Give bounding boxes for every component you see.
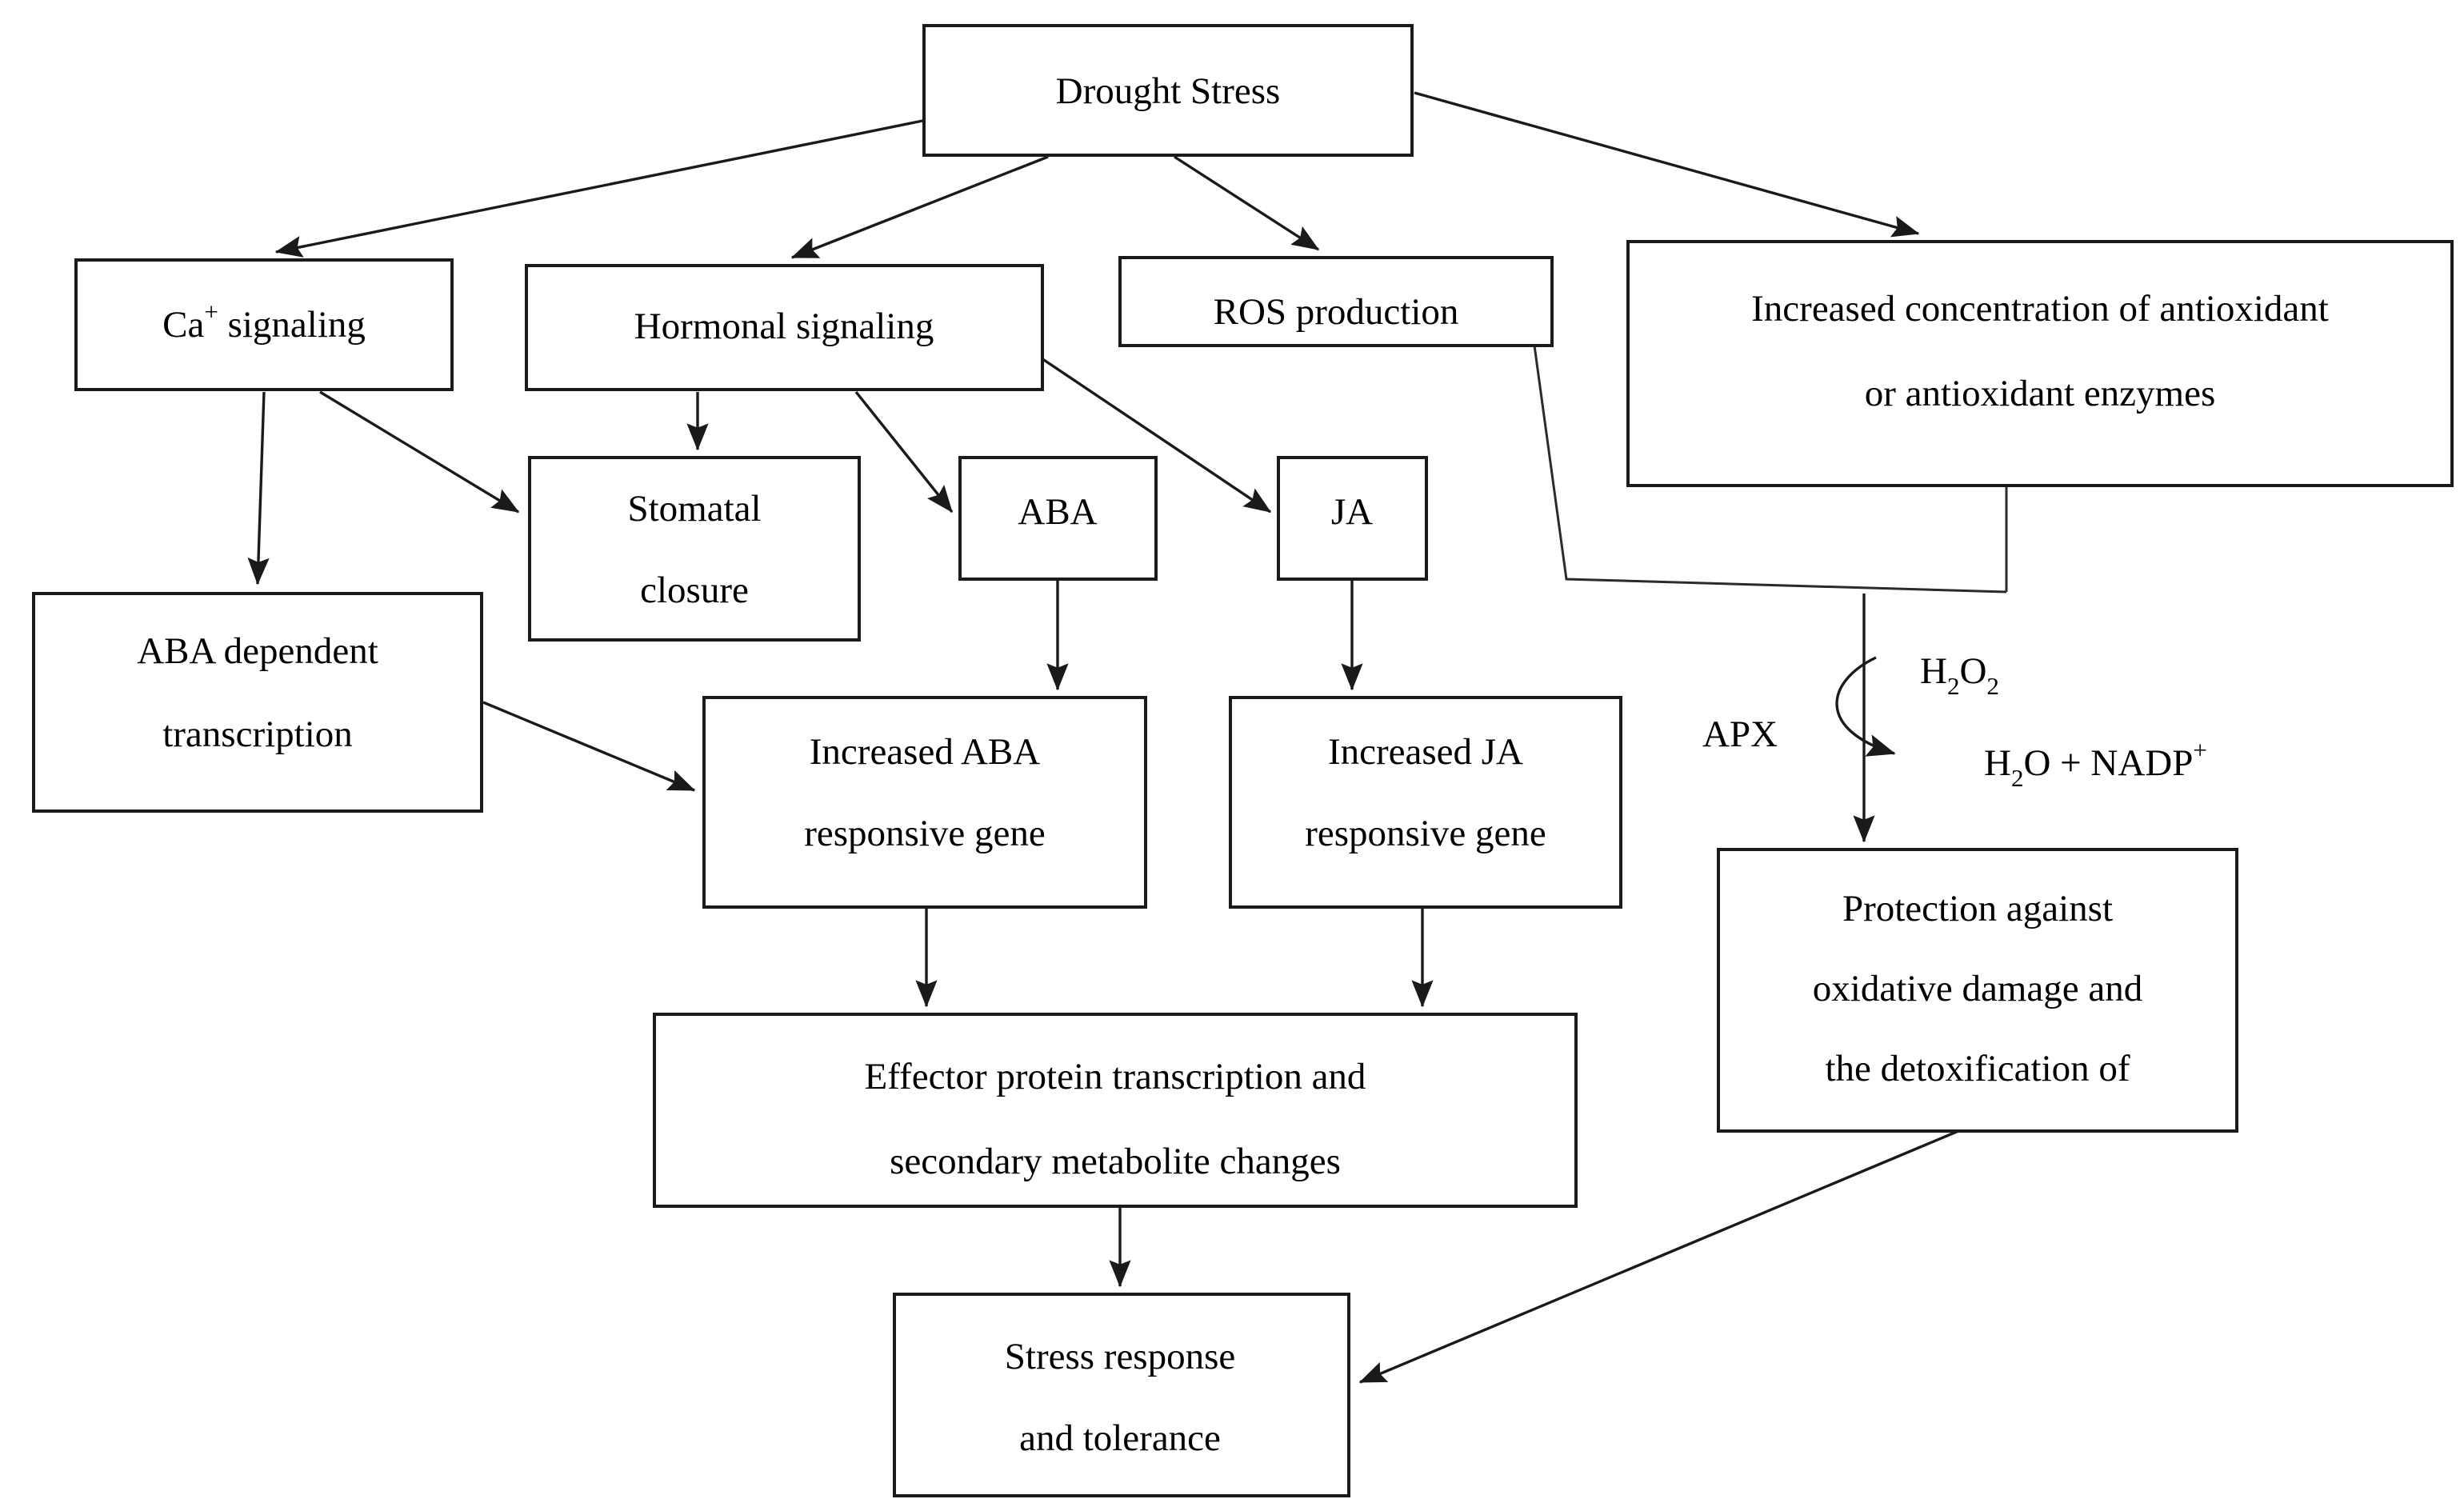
node-stomatal-closure[interactable]: Stomatal closure xyxy=(528,456,861,642)
node-effector-protein-box[interactable] xyxy=(653,1013,1578,1208)
edge-protection-to-stress-response xyxy=(1358,1129,1959,1384)
node-drought-stress[interactable]: Drought Stress xyxy=(922,24,1414,157)
node-effector-protein-label-line2: secondary metabolite changes xyxy=(890,1141,1341,1182)
edge-hormonal-signaling-to-ja xyxy=(1031,350,1272,514)
node-effector-protein[interactable]: Effector protein transcription and secon… xyxy=(653,1013,1578,1208)
edge-drought-to-ca-signaling xyxy=(274,117,935,258)
node-hormonal-signaling[interactable]: Hormonal signaling xyxy=(525,264,1044,391)
node-ros-production-label: ROS production xyxy=(1214,291,1459,333)
edge-drought-to-antioxidant xyxy=(1414,91,1920,238)
node-ca-signaling[interactable]: Ca+ signaling xyxy=(74,258,454,391)
node-increased-ja-responsive-gene-label-line1: Increased JA xyxy=(1328,731,1523,773)
node-ja-label: JA xyxy=(1331,491,1373,533)
edge-layer xyxy=(247,91,2008,1384)
node-ros-production[interactable]: ROS production xyxy=(1118,256,1554,347)
annotation-h2o2-label: H2O2 xyxy=(1920,650,1999,700)
node-protection[interactable]: Protection against oxidative damage and … xyxy=(1717,848,2238,1133)
node-stomatal-closure-label-line2: closure xyxy=(640,570,749,611)
node-increased-ja-responsive-gene-box[interactable] xyxy=(1229,696,1622,909)
edge-drought-to-ros-production xyxy=(1174,155,1320,251)
node-stress-response[interactable]: Stress response and tolerance xyxy=(893,1293,1350,1497)
node-drought-stress-label: Drought Stress xyxy=(1056,70,1281,112)
node-stress-response-box[interactable] xyxy=(893,1293,1350,1497)
node-aba-box[interactable] xyxy=(958,456,1158,581)
edge-drought-to-hormonal-signaling xyxy=(790,155,1049,259)
node-protection-label-line3: the detoxification of xyxy=(1825,1048,2130,1089)
edge-ca-signaling-to-stomatal-closure xyxy=(319,390,520,514)
node-ca-signaling-box[interactable] xyxy=(74,258,454,391)
node-ca-signaling-label: Ca+ signaling xyxy=(162,298,366,346)
node-stomatal-closure-label-line1: Stomatal xyxy=(627,488,761,530)
node-antioxidant-box[interactable] xyxy=(1626,240,2454,487)
node-stress-response-label-line1: Stress response xyxy=(1005,1336,1236,1377)
edge-ros-production-to-protection xyxy=(1533,345,2007,594)
node-antioxidant-label-line2: or antioxidant enzymes xyxy=(1865,373,2216,414)
node-increased-aba-responsive-gene-label-line2: responsive gene xyxy=(804,813,1045,854)
node-aba-dependent-transcription-label-line1: ABA dependent xyxy=(137,630,378,672)
node-drought-stress-box[interactable] xyxy=(922,24,1414,157)
edge-hormonal-signaling-to-aba xyxy=(854,390,954,514)
node-antioxidant[interactable]: Increased concentration of antioxidant o… xyxy=(1626,240,2454,487)
annotation-layer: APX H2O2 H2O + NADP+ xyxy=(1702,650,2207,792)
node-stomatal-closure-box[interactable] xyxy=(528,456,861,642)
node-aba[interactable]: ABA xyxy=(958,456,1158,581)
node-aba-dependent-transcription-box[interactable] xyxy=(32,592,483,813)
node-protection-label-line1: Protection against xyxy=(1842,888,2113,929)
annotation-apx-label: APX xyxy=(1702,714,1778,755)
node-increased-ja-responsive-gene-label-line2: responsive gene xyxy=(1305,813,1546,854)
node-ja-box[interactable] xyxy=(1277,456,1428,581)
edge-apx-reaction-curve xyxy=(1835,656,1896,757)
node-hormonal-signaling-box[interactable] xyxy=(525,264,1044,391)
node-hormonal-signaling-label: Hormonal signaling xyxy=(634,306,934,347)
node-increased-aba-responsive-gene[interactable]: Increased ABA responsive gene xyxy=(702,696,1147,909)
node-increased-aba-responsive-gene-box[interactable] xyxy=(702,696,1147,909)
node-increased-aba-responsive-gene-label-line1: Increased ABA xyxy=(810,731,1040,773)
node-effector-protein-label-line1: Effector protein transcription and xyxy=(865,1056,1366,1097)
annotation-h2o-nadp-label: H2O + NADP+ xyxy=(1984,736,2207,792)
node-ja[interactable]: JA xyxy=(1277,456,1428,581)
node-antioxidant-label-line1: Increased concentration of antioxidant xyxy=(1751,288,2329,330)
node-protection-label-line2: oxidative damage and xyxy=(1813,968,2142,1009)
node-ros-production-box[interactable] xyxy=(1118,256,1554,347)
node-protection-box[interactable] xyxy=(1717,848,2238,1133)
node-aba-label: ABA xyxy=(1018,491,1097,533)
node-aba-dependent-transcription-label-line2: transcription xyxy=(162,714,353,755)
node-increased-ja-responsive-gene[interactable]: Increased JA responsive gene xyxy=(1229,696,1622,909)
node-aba-dependent-transcription[interactable]: ABA dependent transcription xyxy=(32,592,483,813)
edge-ca-signaling-to-aba-dependent-transcription xyxy=(247,391,270,586)
node-stress-response-label-line2: and tolerance xyxy=(1019,1417,1221,1459)
node-layer: Drought Stress Ca+ signaling Hormonal si… xyxy=(32,24,2454,1497)
edge-aba-dependent-transcription-to-increased-aba-responsive-gene xyxy=(482,701,696,792)
